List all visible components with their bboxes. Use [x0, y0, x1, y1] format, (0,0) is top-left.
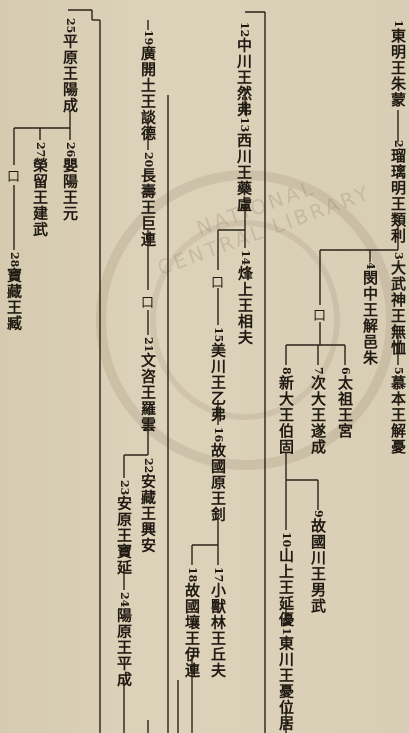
king-entry-5: 5慕本王解憂	[389, 367, 407, 455]
king-entry-22: 22安藏王興安	[139, 458, 157, 554]
king-entry-25: 25平原王陽成	[61, 18, 79, 114]
king-entry-7: 7次大王遂成	[309, 367, 327, 455]
king-entry-26: 26嬰陽王元	[61, 142, 79, 222]
unnamed-person-marker: 口	[141, 296, 155, 311]
king-entry-27: 27榮留王建武	[31, 142, 49, 238]
unnamed-person-marker: 口	[313, 309, 327, 324]
king-entry-4: 4閔中王解邑朱	[361, 262, 379, 366]
king-entry-12: 12中川王然弗	[235, 22, 253, 118]
king-entry-11: 11東川王憂位居	[277, 620, 295, 732]
unnamed-person-marker: 口	[7, 170, 21, 185]
king-entry-15: 15美川王乙弗	[209, 327, 227, 423]
king-entry-8: 8新大王伯固	[277, 367, 295, 455]
king-entry-18: 18故國壤王伊連	[183, 567, 201, 679]
king-entry-23: 23安原王寶延	[115, 480, 133, 576]
king-entry-21: 21文咨王羅雲	[139, 337, 157, 433]
king-entry-20: 20長壽王巨連	[139, 152, 157, 248]
king-entry-2: 2瑠璃明王類利	[389, 140, 407, 244]
library-seal-watermark	[96, 170, 396, 470]
king-entry-1: 1東明王朱蒙	[389, 20, 407, 108]
king-entry-19: 19廣開土王談德	[139, 30, 157, 142]
king-entry-13: 13西川王藥盧	[235, 117, 253, 213]
king-entry-28: 28寶藏王臧	[5, 252, 23, 332]
king-entry-9: 9故國川王男武	[309, 510, 327, 614]
king-entry-14: 14烽上王相夫	[236, 250, 254, 346]
king-entry-16: 16故國原王釗	[209, 427, 227, 523]
king-entry-24: 24陽原王平成	[115, 592, 133, 688]
king-entry-6: 6太祖王宮	[336, 367, 354, 439]
king-entry-3: 3大武神王無恤	[389, 252, 407, 356]
unnamed-person-marker: 口	[211, 276, 225, 291]
king-entry-10: 10山上王延優	[277, 532, 295, 628]
king-entry-17: 17小獸林王丘夫	[209, 567, 227, 679]
